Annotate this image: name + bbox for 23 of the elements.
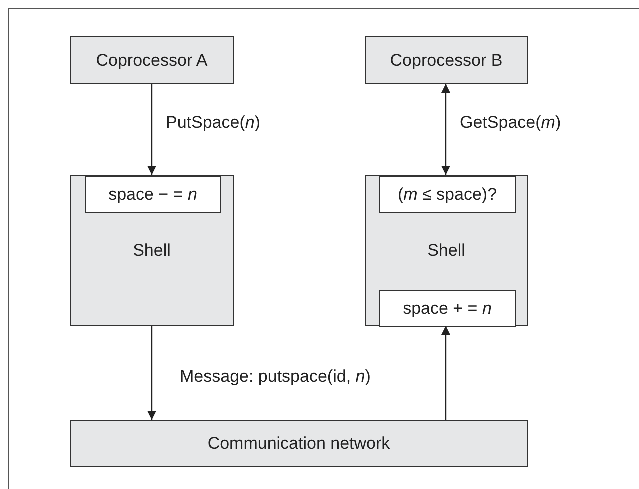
- process-box: [365, 36, 528, 84]
- node-label: (m ≤ space)?: [396, 185, 498, 205]
- node-label: space − = n: [108, 185, 198, 205]
- node-label: Coprocessor B: [389, 51, 504, 71]
- arrow: [148, 84, 156, 175]
- node-label: Shell: [426, 241, 466, 261]
- edge-label: GetSpace(m): [459, 113, 562, 133]
- arrow: [148, 326, 156, 420]
- node-label: space + = n: [402, 299, 493, 319]
- operation-box: [85, 176, 221, 213]
- edge-label: PutSpace(n): [165, 113, 262, 133]
- edge-label: Message: putspace(id, n): [179, 367, 372, 387]
- process-box: [70, 175, 234, 326]
- process-box: [70, 36, 234, 84]
- node-label: Communication network: [206, 434, 392, 454]
- network-bar: [70, 420, 528, 467]
- arrow: [442, 84, 450, 175]
- arrow: [442, 326, 450, 420]
- process-box: [365, 175, 528, 326]
- node-label: Shell: [132, 241, 172, 261]
- operation-box: [379, 176, 516, 213]
- node-label: Coprocessor A: [95, 51, 209, 71]
- operation-box: [379, 290, 516, 327]
